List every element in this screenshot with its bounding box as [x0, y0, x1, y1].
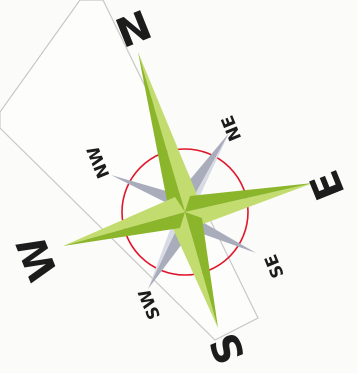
southeast-label: SE: [261, 251, 288, 281]
west-label: W: [8, 229, 67, 287]
northeast-label: NE: [218, 112, 246, 143]
east-label: E: [302, 164, 355, 207]
southwest-label: SW: [135, 286, 165, 322]
